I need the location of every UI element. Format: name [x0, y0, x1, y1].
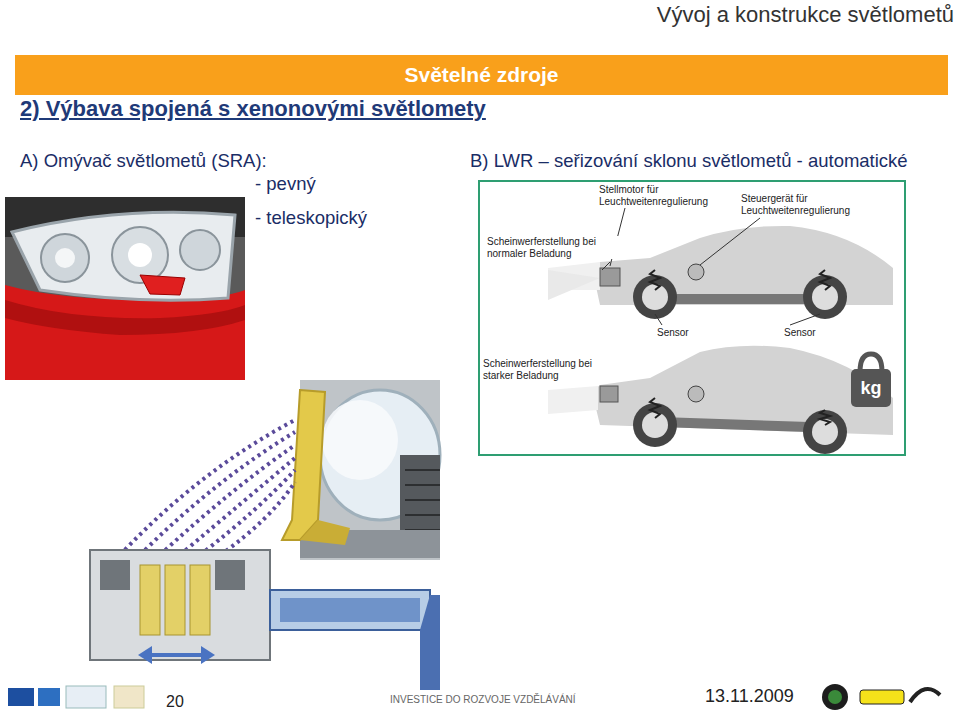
state-label: Scheinwerferstellung bei starker Beladun…: [482, 358, 616, 381]
page-number: 20: [166, 693, 184, 711]
headlight-photo: [5, 197, 245, 380]
section-heading: 2) Výbava spojená s xenonovými světlomet…: [20, 96, 486, 121]
part-label: Steuergerät für Leuchtweitenregulierung: [740, 193, 870, 216]
part-label: Stellmotor für Leuchtweitenregulierung: [598, 184, 725, 207]
item-heading: A) Omývač světlometů (SRA):: [20, 150, 267, 171]
slide-title: Vývoj a konstrukce světlometů: [657, 2, 954, 27]
state-label: Scheinwerferstellung bei normaler Beladu…: [486, 236, 620, 259]
node-text: kg: [860, 378, 881, 399]
section-band: Světelné zdroje: [15, 55, 948, 95]
part-label: Sensor: [783, 327, 817, 339]
footer-logos: [8, 684, 940, 710]
lwr-diagram: [479, 181, 905, 455]
footer-note: INVESTICE DO ROZVOJE VZDĚLÁVÁNÍ: [390, 694, 576, 706]
part-label: Sensor: [656, 327, 690, 339]
item-heading: B) LWR – seřizování sklonu světlometů - …: [470, 150, 908, 171]
footer-date: 13.11.2009: [705, 686, 794, 707]
orange-band: [15, 55, 948, 95]
node-text: Světelné zdroje: [404, 63, 558, 87]
option-text: - teleskopický: [255, 207, 367, 228]
washer-illustration: [90, 380, 440, 690]
option-text: - pevný: [255, 173, 316, 194]
weight-box: kg: [851, 369, 891, 407]
